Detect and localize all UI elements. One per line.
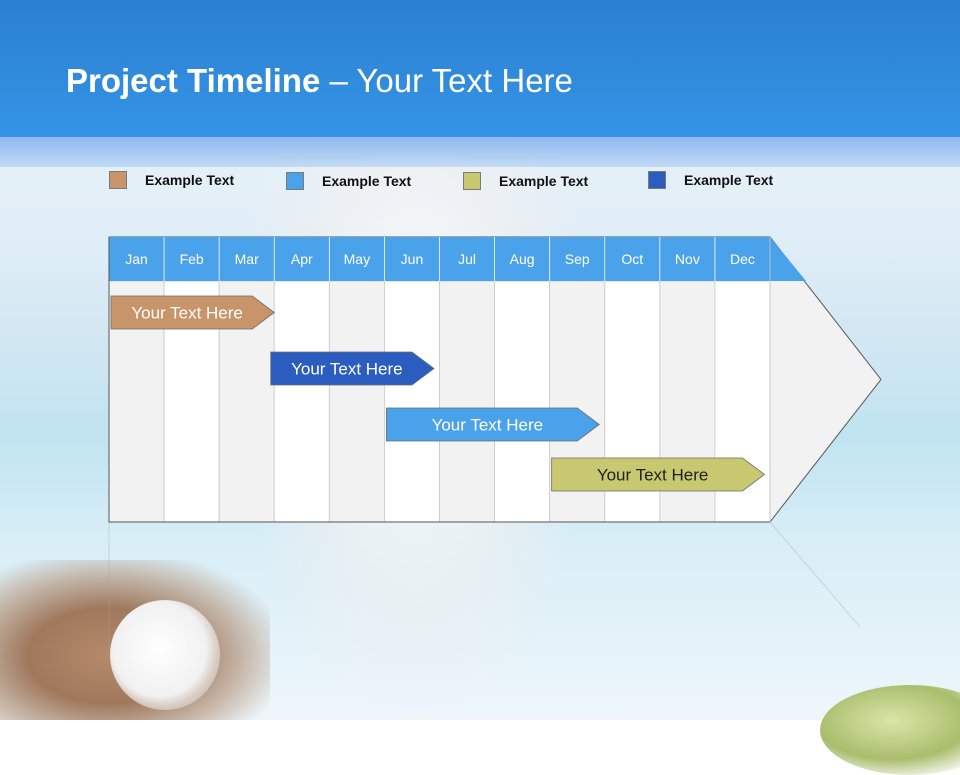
- month-label-feb: Feb: [180, 251, 204, 267]
- task-bar-2[interactable]: Your Text Here: [270, 351, 435, 386]
- task-bar-label: Your Text Here: [432, 416, 544, 435]
- legend-swatch-2: [286, 172, 304, 190]
- legend-item-2[interactable]: Example Text: [286, 172, 411, 190]
- task-bar-shape: [110, 295, 275, 330]
- legend-label-1: Example Text: [145, 172, 235, 188]
- timeline-month-header: Jan Feb Mar Apr May Jun Jul Aug Sep Oct Nov Dec: [108, 237, 806, 522]
- reflection-tip-edge: [769, 521, 861, 628]
- month-column: [328, 280, 385, 523]
- title-bar-band: [0, 137, 960, 167]
- timeline-reflection: [108, 521, 861, 652]
- month-label-jul: Jul: [458, 251, 476, 267]
- task-bar-label: Your Text Here: [131, 304, 243, 323]
- legend-label-3: Example Text: [499, 173, 589, 189]
- month-label-jun: Jun: [401, 251, 424, 267]
- month-column: [494, 280, 551, 523]
- month-column: [273, 280, 330, 523]
- background-coconut-flesh: [110, 600, 220, 710]
- month-label-aug: Aug: [510, 251, 535, 267]
- timeline-chart: Jan Feb Mar Apr May Jun Jul Aug Sep Oct Nov Dec You…: [108, 236, 882, 652]
- title-bar: [0, 0, 960, 137]
- task-bar-3[interactable]: Your Text Here: [386, 407, 600, 442]
- slide-title-rest: – Your Text Here: [320, 62, 573, 99]
- month-label-jan: Jan: [125, 251, 148, 267]
- month-label-may: May: [344, 251, 370, 267]
- month-label-nov: Nov: [675, 251, 700, 267]
- task-bar-1[interactable]: Your Text Here: [110, 295, 275, 330]
- legend-label-2: Example Text: [322, 173, 412, 189]
- legend-item-3[interactable]: Example Text: [463, 172, 588, 190]
- month-label-apr: Apr: [291, 251, 313, 267]
- task-bar-shape: [270, 351, 435, 386]
- month-column: [384, 280, 440, 523]
- month-header-bar: [109, 237, 806, 281]
- month-label-dec: Dec: [730, 251, 755, 267]
- month-label-sep: Sep: [565, 251, 590, 267]
- slide-title-bold: Project Timeline: [66, 62, 321, 99]
- task-bar-4[interactable]: Your Text Here: [551, 457, 766, 492]
- legend-swatch-3: [463, 172, 481, 190]
- task-bar-label: Your Text Here: [597, 466, 709, 485]
- task-bar-shape: [551, 457, 766, 492]
- slide-title[interactable]: Project Timeline – Your Text Here: [66, 62, 573, 100]
- month-label-oct: Oct: [621, 251, 643, 267]
- month-column: [439, 280, 495, 523]
- month-label-mar: Mar: [235, 251, 259, 267]
- legend-item-4[interactable]: Example Text: [648, 171, 773, 189]
- legend-label-4: Example Text: [684, 172, 774, 188]
- task-bar-shape: [386, 407, 600, 442]
- task-bar-label: Your Text Here: [291, 360, 403, 379]
- legend-swatch-4: [648, 171, 666, 189]
- legend-item-1[interactable]: Example Text: [109, 171, 234, 189]
- legend-swatch-1: [109, 171, 127, 189]
